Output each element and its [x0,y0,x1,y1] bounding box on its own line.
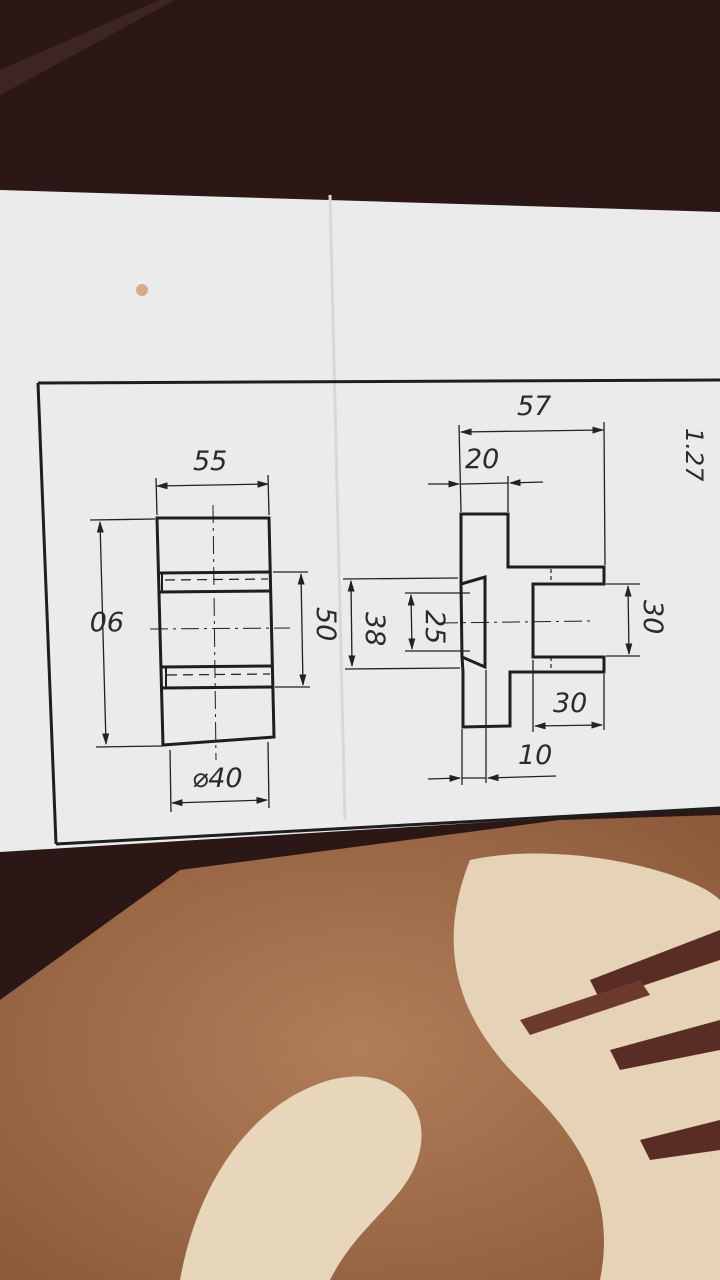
table-edge [0,0,175,95]
dim-25: 25 [419,610,450,644]
dim-10: 10 [518,740,552,771]
front-view [149,504,291,761]
dim-30-vertical: 30 [637,600,668,634]
dim-line-30-h [533,721,604,730]
dim-line-30-v [624,584,633,656]
front-centerline-v [212,504,217,761]
dim-55: 55 [193,446,227,477]
dim-line-90 [96,520,110,746]
paper-sheet [0,190,720,852]
side-view [439,512,606,729]
front-outline [155,516,276,747]
dim-line-50 [297,572,307,687]
front-hole-bottom [161,685,275,690]
side-centerline [439,620,591,624]
dim-line-55 [155,480,270,490]
dim-57: 57 [517,391,551,422]
dim-line-25 [407,593,416,651]
dim-38: 38 [359,612,390,646]
sheet-number: 1.27 [680,428,708,482]
front-centerline-h [149,627,291,630]
dim-line-40 [170,796,269,807]
dim-line-38 [347,579,356,668]
rug [0,815,720,1280]
front-hole-top [158,570,272,575]
dim-30-horizontal: 30 [553,688,587,719]
paper-stain [136,284,148,296]
front-dimensions [89,474,310,813]
drawing-frame [36,378,720,846]
dim-90: 90 [90,605,124,636]
dim-line-10 [427,774,462,782]
dim-50: 50 [310,607,341,641]
dim-line-57 [459,426,605,436]
dim-20: 20 [465,444,499,475]
side-outline [459,512,606,729]
dim-diameter-40: ⌀40 [192,763,243,794]
paper-fold [328,194,347,821]
side-dimensions [342,421,640,785]
